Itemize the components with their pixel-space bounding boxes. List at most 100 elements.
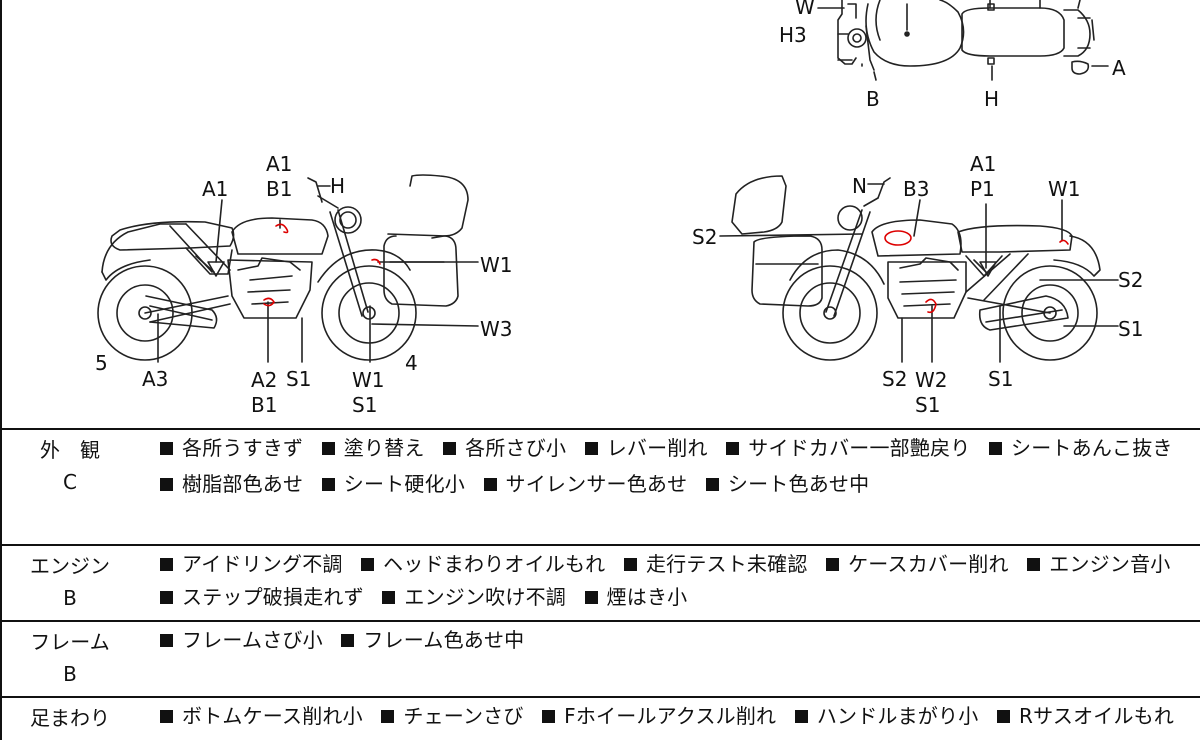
section-exterior-grade: C — [63, 470, 77, 494]
callout-top-w: W — [795, 0, 815, 19]
condition-item: ハンドルまがり小 — [793, 704, 979, 728]
bullet-square-icon — [321, 442, 335, 455]
section-engine-label: エンジン — [30, 554, 110, 578]
section-exterior: 外 観 C 各所うすきず 塗り替え 各所さび小 レバー削れ サイドカバー一部艶戻… — [0, 430, 1200, 544]
bullet-square-icon — [160, 558, 173, 571]
condition-item: チェーンさび — [379, 704, 523, 728]
condition-item: 各所さび小 — [441, 436, 566, 460]
condition-item: エンジン吹け不調 — [380, 585, 566, 609]
callout-right-s1: S1 — [1118, 317, 1144, 341]
callout-right-s2-bottom: S2 — [882, 367, 908, 391]
bullet-square-icon — [1027, 558, 1041, 571]
section-engine-category: エンジン B — [0, 550, 140, 614]
table-divider — [0, 620, 1200, 622]
condition-item: シートあんこ抜き — [987, 436, 1173, 460]
bullet-square-icon — [996, 710, 1010, 723]
bullet-square-icon — [382, 591, 396, 604]
callout-left-w1: W1 — [480, 253, 513, 277]
damage-diagram: W H3 B H A A1 B1 H A1 W1 W3 5 A3 A2 B1 S… — [95, 0, 1144, 417]
section-frame-grade: B — [63, 662, 77, 686]
callout-left-5: 5 — [95, 351, 108, 375]
section-suspension-category: 足まわり — [0, 702, 140, 734]
callout-right-a1-p1: A1 P1 — [970, 152, 997, 201]
condition-item: アイドリング不調 — [158, 552, 343, 576]
callout-left-a2-b1: A2 B1 — [251, 368, 278, 417]
callout-left-s1: S1 — [286, 367, 312, 391]
condition-item: ケースカバー削れ — [824, 552, 1009, 576]
callout-right-s2: S2 — [1118, 268, 1144, 292]
section-frame-label: フレーム — [30, 630, 110, 654]
bullet-square-icon — [726, 442, 740, 455]
condition-item: サイドカバー一部艶戻り — [724, 436, 970, 460]
callout-left-a1-b1: A1 B1 — [266, 152, 293, 201]
bullet-square-icon — [160, 442, 173, 455]
callout-left-w1-s1: W1 S1 — [352, 368, 385, 417]
bullet-square-icon — [160, 591, 173, 604]
callout-right-s1-bottom: S1 — [988, 367, 1014, 391]
section-exterior-label: 外 観 — [40, 438, 100, 462]
condition-item: ボトムケース削れ小 — [158, 704, 363, 728]
section-engine: エンジン B アイドリング不調 ヘッドまわりオイルもれ 走行テスト未確認 ケース… — [0, 546, 1200, 620]
section-engine-items: アイドリング不調 ヘッドまわりオイルもれ 走行テスト未確認 ケースカバー削れ エ… — [158, 548, 1188, 614]
table-divider — [0, 544, 1200, 546]
right-side-motorcycle — [719, 175, 1119, 363]
section-suspension: 足まわり ボトムケース削れ小 チェーンさび Fホイールアクスル削れ ハンドルまが… — [0, 698, 1200, 738]
condition-item: Rサスオイルもれ — [995, 704, 1174, 728]
section-frame-items: フレームさび小 フレーム色あせ中 — [158, 624, 1188, 657]
bullet-square-icon — [989, 442, 1003, 455]
callout-left-a1: A1 — [202, 177, 229, 201]
condition-item: Fホイールアクスル削れ — [540, 704, 776, 728]
callout-left-4: 4 — [405, 351, 418, 375]
bullet-square-icon — [826, 558, 840, 571]
section-exterior-category: 外 観 C — [0, 434, 140, 498]
damage-marks-left — [263, 223, 381, 307]
bullet-square-icon — [584, 591, 598, 604]
damage-marks-right — [884, 230, 1069, 314]
callout-top-h3: H3 — [779, 23, 807, 47]
section-frame: フレーム B フレームさび小 フレーム色あせ中 — [0, 622, 1200, 696]
bullet-square-icon — [361, 558, 375, 571]
bullet-square-icon — [584, 442, 598, 455]
callout-top-h: H — [984, 87, 1000, 111]
bullet-square-icon — [542, 710, 556, 723]
callout-left-w3: W3 — [480, 317, 513, 341]
condition-item: レバー削れ — [583, 436, 708, 460]
section-engine-grade: B — [63, 586, 77, 610]
bullet-square-icon — [623, 558, 637, 571]
table-top-border — [0, 428, 1200, 430]
callout-right-w2-s1: W2 S1 — [915, 368, 948, 417]
left-side-motorcycle — [97, 174, 479, 363]
condition-item: フレームさび小 — [158, 628, 323, 652]
callout-left-h: H — [330, 174, 346, 198]
motorcycle-outlines — [97, 0, 1119, 363]
table-divider — [0, 696, 1200, 698]
bullet-square-icon — [483, 478, 497, 491]
condition-item: シート色あせ中 — [704, 472, 869, 496]
bullet-square-icon — [341, 634, 355, 647]
condition-item: 各所うすきず — [158, 436, 303, 460]
callout-right-n: N — [852, 174, 867, 198]
section-suspension-items: ボトムケース削れ小 チェーンさび Fホイールアクスル削れ ハンドルまがり小 Rサ… — [158, 700, 1188, 733]
condition-item: エンジン音小 — [1025, 552, 1170, 576]
callout-right-s2-left: S2 — [692, 225, 718, 249]
bullet-square-icon — [321, 478, 335, 491]
bullet-square-icon — [160, 634, 173, 647]
condition-item: ヘッドまわりオイルもれ — [359, 552, 605, 576]
bullet-square-icon — [705, 478, 719, 491]
bullet-square-icon — [160, 710, 173, 723]
section-frame-category: フレーム B — [0, 626, 140, 690]
section-exterior-items: 各所うすきず 塗り替え 各所さび小 レバー削れ サイドカバー一部艶戻り シートあ… — [158, 430, 1188, 502]
callout-right-b3: B3 — [903, 177, 930, 201]
bullet-square-icon — [160, 478, 173, 491]
callout-top-b: B — [866, 87, 880, 111]
condition-item: シート硬化小 — [320, 472, 465, 496]
condition-item: フレーム色あせ中 — [339, 628, 524, 652]
bullet-square-icon — [443, 442, 457, 455]
bullet-square-icon — [381, 710, 395, 723]
condition-item: サイレンサー色あせ — [482, 472, 688, 496]
condition-item: 煙はき小 — [583, 585, 688, 609]
condition-item: ステップ破損走れず — [158, 585, 364, 609]
callout-left-a3: A3 — [142, 367, 169, 391]
condition-item: 塗り替え — [320, 436, 425, 460]
